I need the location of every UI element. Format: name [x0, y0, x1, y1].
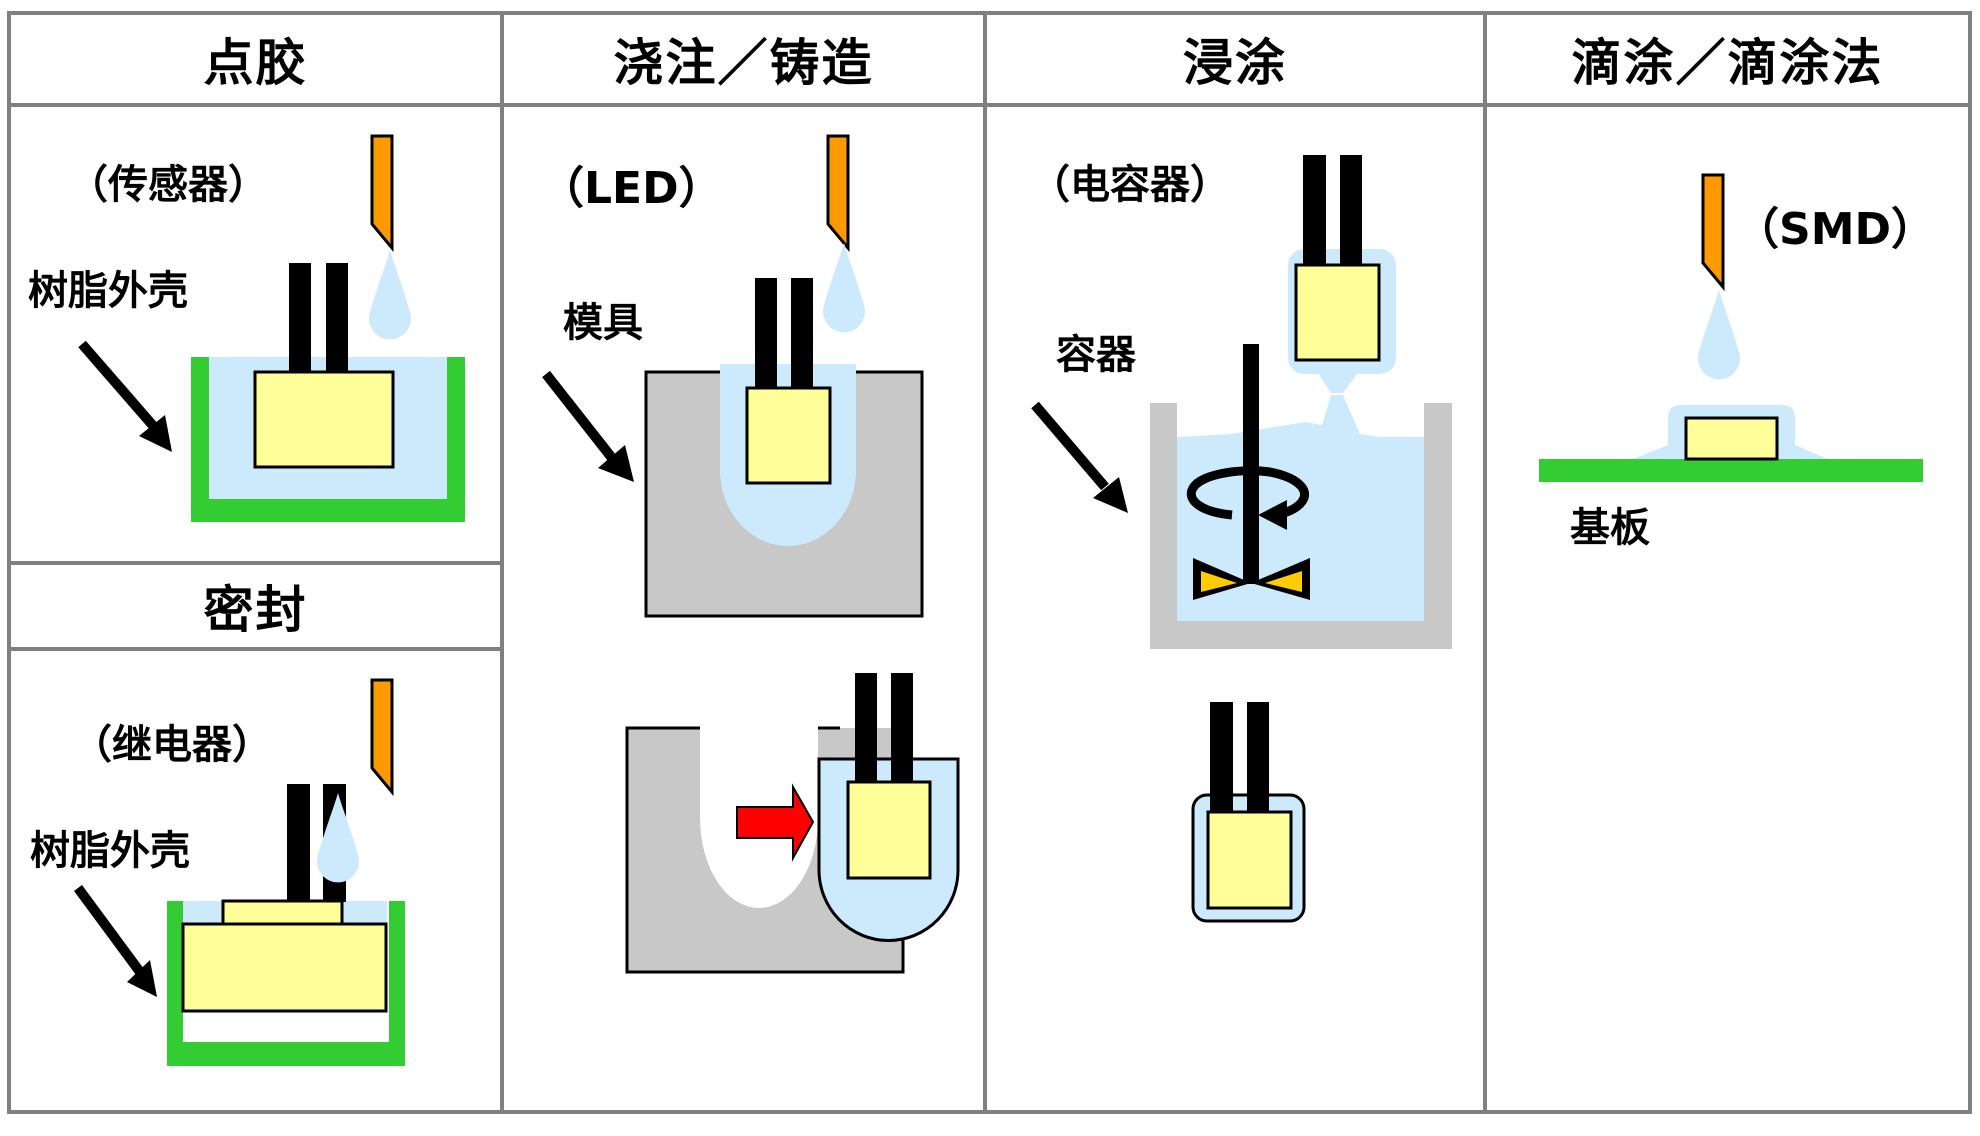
coated-capacitor-illustration [1191, 702, 1306, 923]
lead-right [891, 673, 913, 783]
case-wall-left [191, 357, 209, 522]
case-bottom [209, 499, 447, 522]
rotation-arrow-icon [1186, 466, 1309, 530]
case-wall-left [167, 901, 183, 1066]
case-bottom [183, 1042, 389, 1066]
case-wall-right [389, 901, 405, 1066]
device-label-relay: （继电器） [72, 722, 272, 768]
part-label-resin-case-2: 树脂外壳 [30, 828, 190, 874]
dispense-nozzle-icon [1701, 173, 1725, 289]
stirrer-icon [1193, 344, 1310, 600]
column-header-dispensing: 点胶 [203, 34, 308, 92]
substrate [1539, 459, 1923, 482]
resin-drop-icon [823, 243, 865, 333]
pointer-arrow-icon [1031, 401, 1128, 513]
dispense-nozzle-icon [370, 678, 394, 794]
demold-arrow-icon [736, 783, 815, 862]
device-label-capacitor: （电容器） [1030, 162, 1230, 208]
case-wall-right [447, 357, 465, 522]
tank [1150, 403, 1452, 649]
device-label-led: （LED） [540, 163, 723, 214]
pointer-arrow-icon [73, 885, 157, 997]
capacitor-chip [1294, 263, 1381, 362]
dispense-nozzle-icon [370, 134, 394, 250]
relay-illustration [73, 678, 405, 1066]
lead-right [326, 263, 348, 373]
lead-right [1247, 702, 1269, 814]
part-label-container: 容器 [1056, 332, 1136, 378]
part-label-resin-case-1: 树脂外壳 [28, 268, 188, 314]
device-label-smd: （SMD） [1735, 204, 1935, 255]
table-border-bottom [7, 1110, 1972, 1114]
part-label-mold: 模具 [563, 300, 643, 346]
dip-coating-illustration [1031, 155, 1452, 649]
column-header-casting: 浇注／铸造 [613, 34, 874, 92]
resin-drop-icon [369, 250, 411, 340]
table-border-right [1968, 11, 1972, 1114]
led-chip [846, 780, 932, 880]
lead-left [289, 263, 311, 373]
smd-chip [1684, 416, 1779, 461]
table-border-top [7, 11, 1972, 15]
led-chip [745, 386, 832, 485]
lead-left [1210, 702, 1233, 814]
column-divider-3 [1483, 11, 1487, 1114]
column-header-dip-coating: 浸涂 [1183, 34, 1287, 92]
pointer-arrow-icon [78, 340, 172, 452]
led-demold-illustration [625, 673, 960, 974]
capacitor-chip [1206, 810, 1293, 910]
column-header-drip-coating: 滴涂／滴涂法 [1571, 34, 1884, 92]
relay-top [221, 899, 344, 927]
relay-body [181, 922, 388, 1013]
led-casting-illustration [542, 134, 924, 618]
lead-left [287, 784, 310, 902]
sub-header-divider-bottom [7, 647, 504, 651]
header-row-divider [7, 103, 1972, 107]
lead-left [1303, 155, 1326, 267]
sensor-chip [253, 370, 395, 469]
pointer-arrow-icon [542, 370, 634, 482]
column-divider-2 [983, 11, 987, 1114]
sub-header-divider-top [7, 561, 504, 565]
resin-drop-icon [1698, 290, 1740, 380]
part-label-substrate: 基板 [1570, 505, 1650, 551]
sensor-illustration [78, 134, 465, 522]
drip-neck [1318, 373, 1358, 393]
drip-coating-illustration [1539, 173, 1923, 482]
device-label-sensor: （传感器） [68, 162, 268, 208]
lead-left [855, 673, 877, 783]
lead-right [1340, 155, 1362, 267]
dispense-nozzle-icon [826, 134, 850, 250]
sub-header-sealing: 密封 [203, 581, 308, 639]
mold-outline [625, 726, 905, 974]
lead-right [791, 278, 813, 390]
lead-left [755, 278, 777, 390]
